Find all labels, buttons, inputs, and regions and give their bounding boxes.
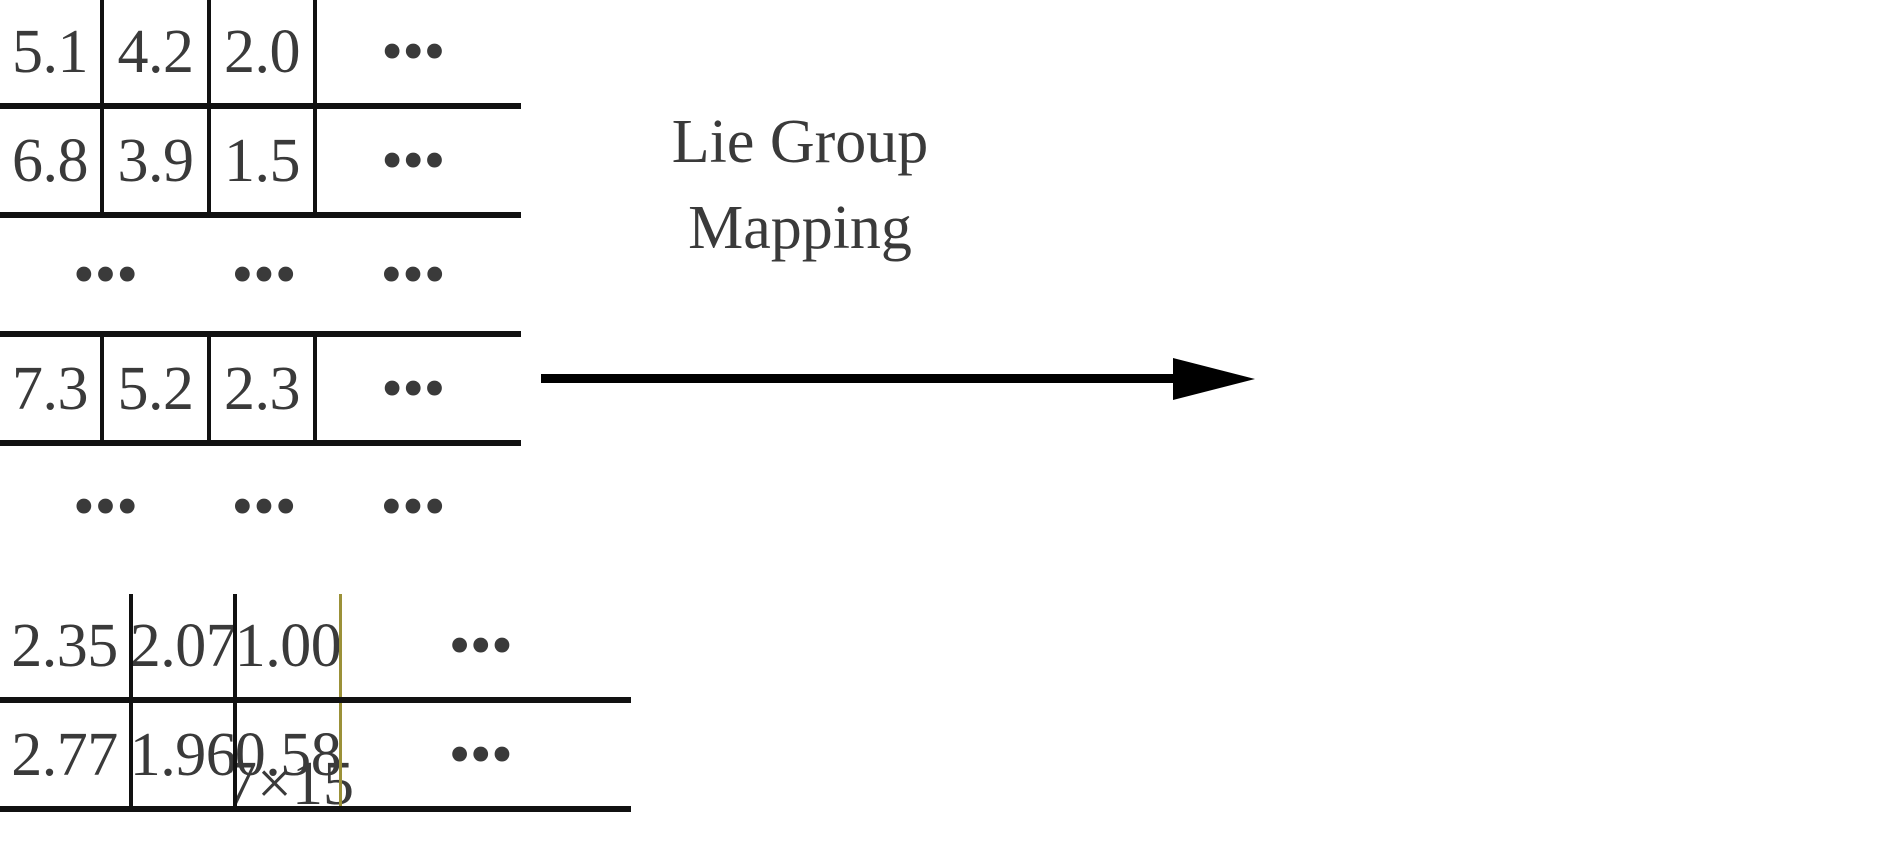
matrix-cell: 2.07 bbox=[133, 594, 237, 697]
matrix-cell: 1.00 bbox=[237, 594, 342, 697]
table-row-ellipsis: ••• ••• ••• bbox=[0, 446, 521, 568]
matrix-cell-ellipsis: ••• bbox=[381, 17, 445, 86]
table-row: 5.1 4.2 2.0 ••• bbox=[0, 0, 521, 109]
table-row: 2.77 1.96 0.58 ••• bbox=[0, 703, 631, 812]
table-row: 7.3 5.2 2.3 ••• bbox=[0, 337, 521, 446]
matrix-cell: 2.0 bbox=[211, 0, 317, 103]
ellipsis-group: ••• bbox=[380, 473, 446, 541]
mapping-label: Lie Group Mapping bbox=[671, 108, 929, 262]
output-lie-group-matrix: 2.35 2.07 1.00 ••• 2.77 1.96 0.58 ••• ••… bbox=[0, 594, 631, 848]
matrix-cell-ellipsis: ••• bbox=[381, 354, 445, 423]
table-row-ellipsis: ••• ••• ••• bbox=[0, 812, 631, 848]
matrix-cell: 2.3 bbox=[211, 337, 317, 440]
table-row-ellipsis: ••• ••• ••• bbox=[0, 218, 521, 337]
ellipsis-group: ••• bbox=[231, 473, 297, 541]
matrix-cell: 2.35 bbox=[0, 594, 133, 697]
ellipsis-group: ••• bbox=[237, 838, 342, 848]
table-row: 6.8 3.9 1.5 ••• bbox=[0, 109, 521, 218]
matrix-cell: 7.3 bbox=[0, 337, 104, 440]
matrix-cell: 4.2 bbox=[104, 0, 211, 103]
table-row: 2.35 2.07 1.00 ••• bbox=[0, 594, 631, 703]
ellipsis-group: ••• bbox=[231, 240, 297, 309]
ellipsis-group: ••• bbox=[342, 838, 619, 848]
matrix-cell: 2.77 bbox=[0, 703, 133, 806]
input-feature-matrix: 5.1 4.2 2.0 ••• 6.8 3.9 1.5 ••• ••• ••• … bbox=[0, 0, 521, 594]
ellipsis-row-content: ••• ••• ••• bbox=[0, 218, 521, 331]
matrix-cell-ellipsis: ••• bbox=[381, 126, 445, 195]
matrix-cell: 5.1 bbox=[0, 0, 104, 103]
ellipsis-row-content: ••• ••• ••• bbox=[0, 812, 631, 848]
matrix-cell-ellipsis: ••• bbox=[448, 611, 513, 680]
matrix-cell: 6.8 bbox=[0, 109, 104, 212]
matrix-cell: 1.5 bbox=[211, 109, 317, 212]
right-arrow-icon bbox=[541, 352, 1255, 408]
matrix-cell-ellipsis: ••• bbox=[448, 720, 513, 789]
matrix-cell: 1.96 bbox=[133, 703, 237, 806]
ellipsis-group: ••• bbox=[72, 240, 139, 309]
matrix-cell: 5.2 bbox=[104, 337, 211, 440]
matrix-cell: 0.58 bbox=[237, 703, 342, 806]
ellipsis-group: ••• bbox=[0, 838, 237, 848]
ellipsis-group: ••• bbox=[380, 240, 446, 309]
ellipsis-row-content: ••• ••• ••• bbox=[0, 446, 521, 568]
matrix-cell: 3.9 bbox=[104, 109, 211, 212]
ellipsis-group: ••• bbox=[72, 473, 139, 541]
